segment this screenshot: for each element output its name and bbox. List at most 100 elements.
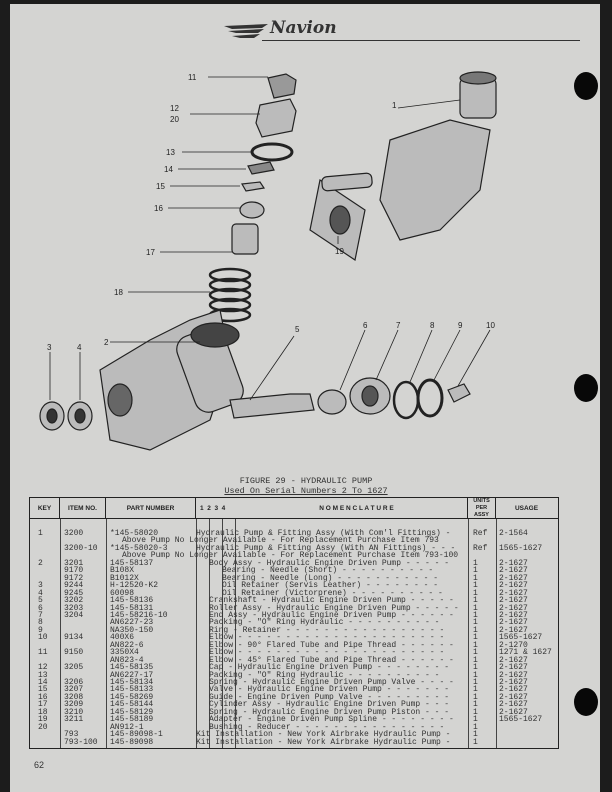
cell-units: 1 — [473, 722, 478, 732]
cell-part: 145-58144 — [110, 700, 154, 710]
callout: 17 — [146, 248, 155, 257]
cell-part: 145-89098 — [110, 737, 154, 747]
column-divider — [60, 519, 61, 748]
exploded-parts-diagram: 11 12 20 13 14 15 16 17 18 19 1 2 3 4 5 … — [39, 71, 497, 451]
cell-item: 9150 — [64, 648, 84, 658]
cell-usage: 2-1627 — [499, 700, 528, 710]
binder-hole — [574, 72, 598, 100]
column-divider — [222, 519, 223, 748]
cell-units: 1 — [473, 633, 478, 643]
column-divider — [235, 519, 236, 748]
cell-nomenclature: Elbow - - - - - - - - - - - - - - - - - … — [209, 648, 445, 658]
cell-nomenclature: Valve - Hydraulic Engine Driven Pump - -… — [209, 685, 450, 695]
cell-nomenclature: Roller Assy - Hydraulic Engine Driven Pu… — [209, 603, 459, 613]
cell-part: *145-58020 — [110, 529, 159, 538]
cell-units: 1 — [473, 603, 478, 613]
cell-nomenclature: Kit Installation - New York Airbrake Hyd… — [196, 737, 451, 747]
cell-part: 145-58136 — [110, 596, 154, 606]
cell-nomenclature: Body Assy - Hydraulic Engine Driven Pump… — [209, 558, 450, 568]
cell-usage: 2-1627 — [499, 573, 528, 583]
cell-item: 3204 — [64, 610, 84, 620]
cell-item: 793 — [64, 730, 79, 740]
column-divider — [209, 519, 210, 748]
cell-units: 1 — [473, 685, 478, 695]
cell-part: 145-58133 — [110, 685, 154, 695]
cell-units: 1 — [473, 678, 478, 687]
callout: 18 — [114, 288, 123, 297]
cell-key: 13 — [38, 670, 48, 680]
cell-usage: 2-1627 — [499, 663, 528, 673]
cell-usage: 2-1627 — [499, 655, 528, 665]
callout: 19 — [335, 247, 344, 256]
cell-part: AN823-4 — [110, 655, 144, 665]
cell-nomenclature: Bearing - Needle (Long) - - - - - - - - … — [222, 573, 439, 583]
cell-part: 145-89098-1 — [110, 730, 163, 740]
callout: 12 — [170, 104, 179, 113]
cell-item: 3205 — [64, 663, 84, 673]
cell-units: 1 — [473, 625, 478, 635]
header-key: KEY — [30, 498, 60, 518]
cell-nomenclature: Crankshaft - Hydraulic Engine Driven Pum… — [209, 596, 454, 606]
wing-logo-icon — [224, 24, 268, 38]
binder-hole — [574, 374, 598, 402]
cell-part: 145-58129 — [110, 707, 154, 717]
cell-units: 1 — [473, 737, 478, 747]
cell-units: 1 — [473, 730, 478, 740]
cell-key: 19 — [38, 715, 48, 725]
cell-item: 3200 — [64, 529, 84, 538]
cell-units: 1 — [473, 618, 478, 628]
cell-item: 9170 — [64, 566, 84, 576]
cell-key: 18 — [38, 707, 48, 717]
callout: 6 — [363, 321, 368, 330]
cell-part: 145-58269 — [110, 692, 154, 702]
cell-key: 6 — [38, 603, 43, 613]
cell-units: 1 — [473, 610, 478, 620]
table-header: KEY ITEM NO. PART NUMBER 1 2 3 4 N O M E… — [30, 498, 558, 519]
cell-part: 3350X4 — [110, 648, 139, 658]
cell-key: 14 — [38, 678, 48, 687]
cell-nomenclature: Guide - Engine Driven Pump Valve - - - -… — [209, 692, 450, 702]
cell-units: 1 — [473, 581, 478, 591]
cell-key: 1 — [38, 529, 43, 538]
cell-units: 1 — [473, 707, 478, 717]
cell-units: 1 — [473, 558, 478, 568]
cell-units: Ref — [473, 529, 488, 538]
cell-usage: 1565-1627 — [499, 543, 543, 553]
cell-units: 1 — [473, 648, 478, 658]
cell-usage: 2-1564 — [499, 529, 528, 538]
cell-units: Ref — [473, 543, 488, 553]
callout: 15 — [156, 182, 165, 191]
cell-usage: 2-1627 — [499, 625, 528, 635]
cell-key: 15 — [38, 685, 48, 695]
callout: 10 — [486, 321, 495, 330]
cell-usage: 2-1627 — [499, 596, 528, 606]
cell-key: 10 — [38, 633, 48, 643]
cell-nomenclature: Adapter - Engine Driven Pump Spline - - … — [209, 715, 454, 725]
cell-item: 3209 — [64, 700, 84, 710]
parts-table: KEY ITEM NO. PART NUMBER 1 2 3 4 N O M E… — [29, 497, 559, 749]
cell-units: 1 — [473, 700, 478, 710]
cell-usage: 2-1627 — [499, 558, 528, 568]
cell-units: 1 — [473, 670, 478, 680]
cell-nomenclature: Ring - Retainer - - - - - - - - - - - - … — [209, 625, 445, 635]
callout: 13 — [166, 148, 175, 157]
cell-nomenclature: Above Pump No Longer Available - For Rep… — [122, 551, 459, 561]
callout: 9 — [458, 321, 463, 330]
cell-part: *145-58020-3 — [110, 543, 168, 553]
callout: 8 — [430, 321, 435, 330]
cell-item: 3206 — [64, 678, 84, 687]
